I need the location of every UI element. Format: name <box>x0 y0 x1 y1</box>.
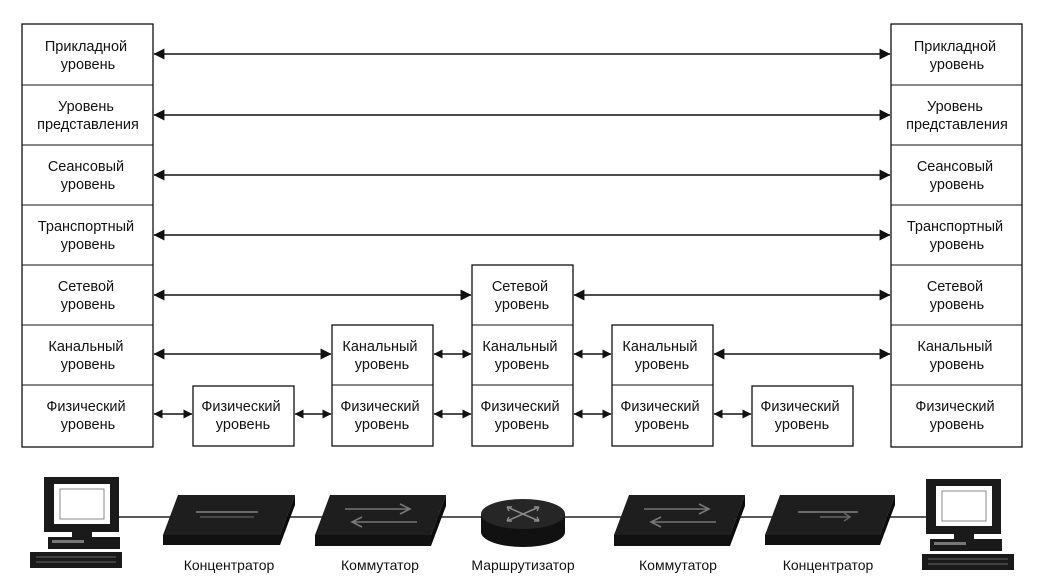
hub2-physical-layer: Физический уровень <box>760 399 843 433</box>
switch1-datalink-layer: Канальный уровень <box>342 339 421 373</box>
hub-icon <box>765 495 895 545</box>
left-presentation-layer: Уровень представления <box>37 99 139 133</box>
right-network-layer: Сетевой уровень <box>927 279 987 313</box>
switch2-datalink-layer: Канальный уровень <box>622 339 701 373</box>
protocol-arrows <box>153 48 891 419</box>
left-physical-layer: Физический уровень <box>46 399 129 433</box>
right-datalink-layer: Канальный уровень <box>917 339 996 373</box>
left-network-layer: Сетевой уровень <box>58 279 118 313</box>
hub1-stack: Физический уровень <box>192 385 295 447</box>
left-session-layer: Сеансовый уровень <box>48 159 128 193</box>
hub1-label: Концентратор <box>184 557 275 573</box>
switch-icon <box>614 495 745 546</box>
right-presentation-layer: Уровень представления <box>906 99 1008 133</box>
hub-icon <box>163 495 295 545</box>
router-stack: Сетевой уровень Канальный уровень Физиче… <box>471 264 574 447</box>
router-datalink-layer: Канальный уровень <box>482 339 561 373</box>
computer-icon <box>922 479 1014 570</box>
left-transport-layer: Транспортный уровень <box>38 219 138 253</box>
switch2-label: Коммутатор <box>639 557 717 573</box>
left-application-layer: Прикладной уровень <box>45 39 131 73</box>
right-host-stack: Прикладной уровень Уровень представления… <box>890 23 1023 448</box>
computer-icon <box>30 477 122 568</box>
switch1-label: Коммутатор <box>341 557 419 573</box>
switch1-stack: Канальный уровень Физический уровень <box>331 324 434 447</box>
switch2-stack: Канальный уровень Физический уровень <box>611 324 714 447</box>
switch2-physical-layer: Физический уровень <box>620 399 703 433</box>
hub2-label: Концентратор <box>783 557 874 573</box>
right-application-layer: Прикладной уровень <box>914 39 1000 73</box>
hub1-physical-layer: Физический уровень <box>201 399 284 433</box>
hub2-stack: Физический уровень <box>751 385 854 447</box>
switch-icon <box>315 495 446 546</box>
left-datalink-layer: Канальный уровень <box>48 339 127 373</box>
left-host-stack: Прикладной уровень Уровень представления… <box>21 23 154 448</box>
right-physical-layer: Физический уровень <box>915 399 998 433</box>
right-session-layer: Сеансовый уровень <box>917 159 997 193</box>
right-transport-layer: Транспортный уровень <box>907 219 1007 253</box>
router-label: Маршрутизатор <box>471 557 574 573</box>
router-network-layer: Сетевой уровень <box>492 279 552 313</box>
router-icon <box>481 499 565 547</box>
router-physical-layer: Физический уровень <box>480 399 563 433</box>
switch1-physical-layer: Физический уровень <box>340 399 423 433</box>
